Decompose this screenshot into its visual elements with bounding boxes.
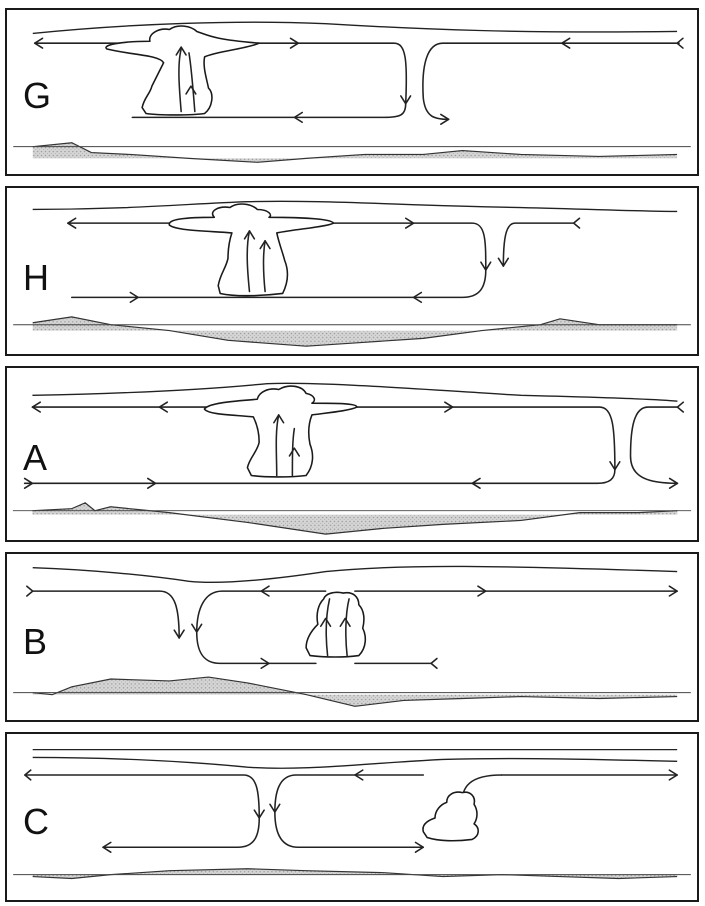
terrain-shading (33, 317, 677, 346)
upper-return-left (275, 775, 423, 812)
lower-return-flow (197, 632, 316, 663)
panel-b: B (5, 552, 699, 722)
arrowhead (431, 658, 437, 668)
cumulonimbus-cloud-h (169, 204, 333, 296)
arrowhead (677, 38, 683, 48)
terrain-shading (33, 143, 677, 163)
lower-return-left (103, 818, 259, 847)
tropopause-line (33, 22, 677, 33)
tropopause-line (32, 383, 677, 401)
upper-flow-right (277, 407, 615, 470)
lower-return-flow (25, 470, 615, 484)
inflow-right (503, 223, 573, 266)
arrowhead (574, 218, 580, 228)
lower-return-right (275, 812, 423, 847)
cumulonimbus-cloud-b (306, 592, 365, 657)
panel-g: G (5, 8, 699, 176)
upper-inflow-left (25, 775, 259, 818)
terrain-shading (33, 677, 677, 706)
cumulonimbus-cloud-a (204, 386, 356, 477)
upper-flow-right (257, 43, 406, 104)
panel-c-diagram (7, 734, 697, 900)
terrain-shading (32, 503, 677, 534)
panel-g-diagram (7, 10, 697, 174)
tropopause-line (33, 201, 677, 211)
arrowhead (27, 586, 33, 596)
panel-h: H (5, 186, 699, 356)
cumulonimbus-cloud-g (106, 26, 259, 115)
cumulonimbus-cloud-c (423, 792, 478, 841)
upper-boundary-line (33, 757, 677, 768)
upper-inflow-left (33, 591, 179, 638)
terrain-profile (33, 143, 677, 163)
arrowhead (677, 402, 683, 412)
inflow-right (631, 407, 678, 483)
tropopause-line (33, 566, 677, 582)
panel-a: A (5, 366, 699, 542)
panel-b-diagram (7, 554, 697, 720)
upper-return-left (197, 591, 326, 632)
panel-h-diagram (7, 188, 697, 354)
panel-c: C (5, 732, 699, 902)
inflow-right (423, 43, 679, 119)
panel-a-diagram (7, 368, 697, 540)
